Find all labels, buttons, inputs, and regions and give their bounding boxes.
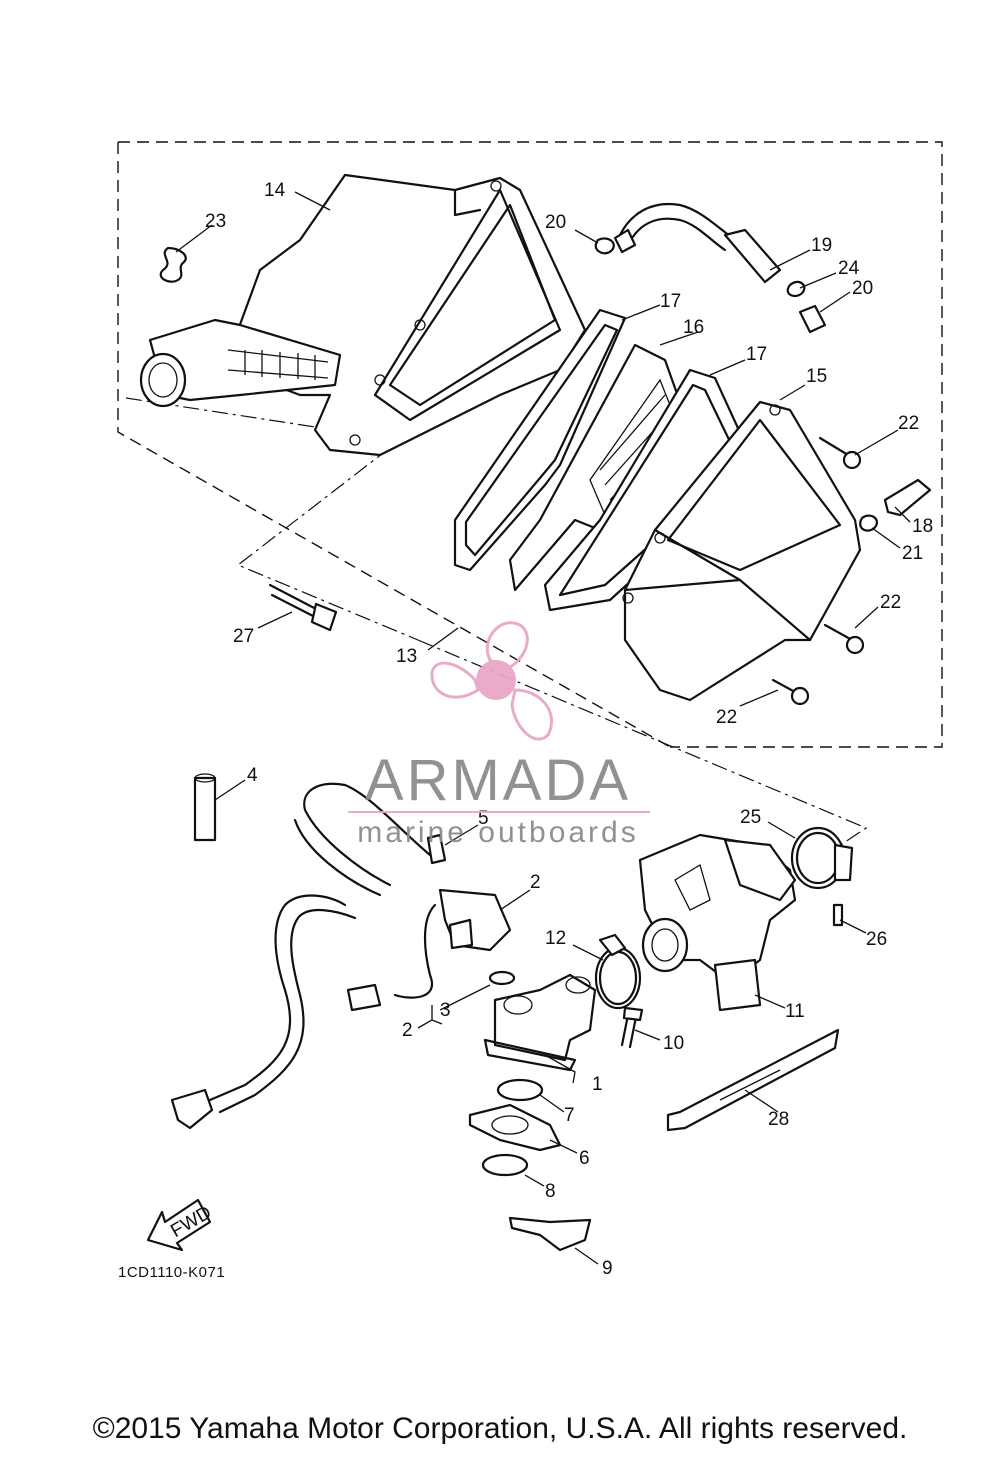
callout-7: 7 xyxy=(564,1105,575,1126)
callout-4: 4 xyxy=(247,765,258,786)
joint-1 xyxy=(483,973,597,1072)
callout-12: 12 xyxy=(545,928,566,949)
callout-23: 23 xyxy=(205,211,226,232)
callout-20-second: 20 xyxy=(852,278,873,299)
watermark: ARMADA marine outboards xyxy=(348,621,650,849)
copyright-footer: ©2015 Yamaha Motor Corporation, U.S.A. A… xyxy=(92,1412,908,1445)
fwd-arrow: FWD xyxy=(146,1198,215,1252)
clip-23 xyxy=(159,246,187,283)
leader-lines xyxy=(175,191,911,1265)
callout-3: 3 xyxy=(440,1000,451,1021)
callout-17: 17 xyxy=(660,291,681,312)
diagram-code: 1CD1110-K071 xyxy=(118,1264,226,1281)
bolt-27 xyxy=(268,583,338,632)
o-ring-3 xyxy=(488,970,516,986)
callout-22-second: 22 xyxy=(880,592,901,613)
gasket-6 xyxy=(468,1103,562,1152)
hose-clips xyxy=(594,237,932,532)
cable-tie-28 xyxy=(666,1028,840,1132)
bolt-26 xyxy=(832,903,844,927)
breather-hose xyxy=(613,202,782,284)
watermark-tagline: marine outboards xyxy=(357,816,638,849)
callout-17-second: 17 xyxy=(746,344,767,365)
propeller-logo-icon xyxy=(430,621,554,741)
callout-6: 6 xyxy=(579,1148,590,1169)
assembly-boundary xyxy=(117,141,943,849)
callout-11: 11 xyxy=(785,1001,805,1022)
callout-8: 8 xyxy=(545,1181,556,1202)
o-ring-7 xyxy=(496,1078,544,1102)
screws-22 xyxy=(771,436,865,706)
callout-2-lower: 2 xyxy=(402,1020,413,1041)
callout-9: 9 xyxy=(602,1258,613,1279)
plate-9 xyxy=(508,1216,592,1252)
callout-20: 20 xyxy=(545,212,566,233)
collar-4 xyxy=(193,773,217,842)
clamp-12 xyxy=(594,933,642,1010)
watermark-brand: ARMADA xyxy=(365,748,631,813)
cleaner-case-cap xyxy=(622,400,862,702)
callout-22-third: 22 xyxy=(716,707,737,728)
element-frame-17a xyxy=(453,308,627,572)
o-ring-8 xyxy=(481,1153,529,1177)
callout-22: 22 xyxy=(898,413,919,434)
intake-duct xyxy=(139,318,342,408)
injector-2 xyxy=(346,833,512,1012)
callout-26: 26 xyxy=(866,929,887,950)
callout-numbers: 1 2 2 3 4 5 6 7 8 9 10 11 12 13 14 15 16… xyxy=(205,180,933,1279)
callout-14: 14 xyxy=(264,180,286,201)
callout-2: 2 xyxy=(530,872,541,893)
callout-15: 15 xyxy=(806,366,827,387)
bolt-10 xyxy=(620,1006,644,1049)
callout-25: 25 xyxy=(740,807,761,828)
callout-16: 16 xyxy=(683,317,704,338)
callout-10: 10 xyxy=(663,1033,684,1054)
band-25 xyxy=(790,826,854,890)
callout-1: 1 xyxy=(592,1074,603,1095)
callout-24: 24 xyxy=(838,258,860,279)
callout-18: 18 xyxy=(912,516,933,537)
callout-27: 27 xyxy=(233,626,254,647)
callout-28: 28 xyxy=(768,1109,789,1130)
callout-5: 5 xyxy=(478,808,489,829)
callout-21: 21 xyxy=(902,543,923,564)
callout-19: 19 xyxy=(811,235,832,256)
fuel-hose xyxy=(170,782,432,1130)
throttle-body-11 xyxy=(638,833,797,1012)
callout-13: 13 xyxy=(396,646,417,667)
